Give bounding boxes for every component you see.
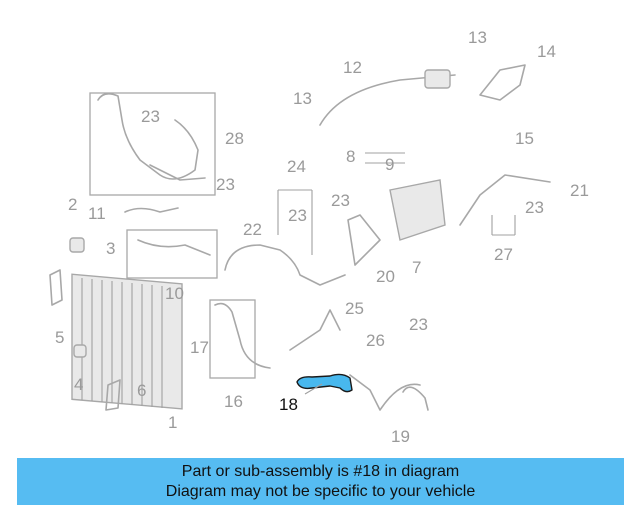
- svg-text:6: 6: [137, 381, 146, 400]
- svg-text:27: 27: [494, 245, 513, 264]
- pipe-12: [319, 74, 456, 126]
- svg-text:14: 14: [537, 42, 556, 61]
- svg-text:1: 1: [168, 413, 177, 432]
- svg-text:25: 25: [345, 299, 364, 318]
- svg-text:11: 11: [88, 204, 106, 223]
- pipe-26: [349, 374, 421, 411]
- svg-text:23: 23: [525, 198, 544, 217]
- svg-text:23: 23: [409, 315, 428, 334]
- svg-text:17: 17: [190, 338, 209, 357]
- svg-text:20: 20: [376, 267, 395, 286]
- svg-text:15: 15: [515, 129, 534, 148]
- svg-text:24: 24: [287, 157, 306, 176]
- svg-text:23: 23: [216, 175, 235, 194]
- info-banner: Part or sub-assembly is #18 in diagram D…: [17, 458, 624, 505]
- svg-text:5: 5: [55, 328, 64, 347]
- pipe-25: [289, 309, 341, 351]
- svg-text:3: 3: [106, 239, 115, 258]
- svg-text:23: 23: [331, 191, 350, 210]
- svg-text:8: 8: [346, 147, 355, 166]
- svg-text:16: 16: [224, 392, 243, 411]
- parts-diagram: 1 2 3 4 5 6 7 8 9 10 11 12 13 13 14 15 1…: [49, 28, 589, 446]
- radiator: [71, 273, 183, 410]
- hose-18-highlighted: [296, 373, 353, 393]
- svg-text:2: 2: [68, 195, 77, 214]
- banner-line-2: Diagram may not be specific to your vehi…: [165, 482, 476, 500]
- svg-text:26: 26: [366, 331, 385, 350]
- svg-text:19: 19: [391, 427, 410, 446]
- svg-text:23: 23: [288, 206, 307, 225]
- svg-text:23: 23: [141, 107, 160, 126]
- svg-text:28: 28: [225, 129, 244, 148]
- part-labels: 1 2 3 4 5 6 7 8 9 10 11 12 13 13 14 15 1…: [55, 28, 589, 446]
- svg-text:10: 10: [165, 284, 184, 303]
- svg-text:18: 18: [279, 395, 298, 414]
- hose-11: [124, 207, 179, 213]
- svg-text:4: 4: [74, 375, 83, 394]
- svg-text:22: 22: [243, 220, 262, 239]
- svg-text:13: 13: [293, 89, 312, 108]
- assembly-box-28: [89, 92, 216, 196]
- coolant-reservoir: [389, 179, 446, 241]
- pipe-22: [224, 244, 346, 286]
- hose-28: [97, 92, 199, 180]
- part-14: [479, 64, 526, 101]
- radiator-fins: [81, 278, 163, 408]
- svg-text:12: 12: [343, 58, 362, 77]
- assembly-box-10: [126, 229, 218, 279]
- pipe-20: [347, 214, 381, 266]
- svg-text:21: 21: [570, 181, 589, 200]
- svg-text:7: 7: [412, 258, 421, 277]
- svg-text:9: 9: [385, 155, 394, 174]
- svg-text:13: 13: [468, 28, 487, 47]
- assembly-box-16: [209, 299, 256, 379]
- banner-line-1: Part or sub-assembly is #18 in diagram: [181, 462, 460, 480]
- hose-19: [402, 386, 429, 411]
- hose-21: [459, 174, 551, 226]
